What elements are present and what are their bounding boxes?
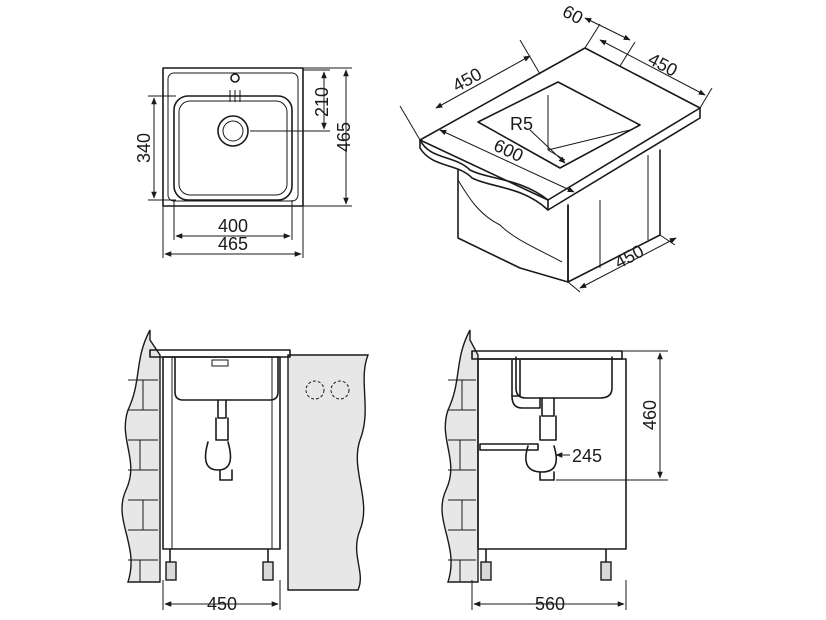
dim-rim: 60 (559, 1, 586, 28)
dim-cabinet-depth: 560 (535, 594, 565, 614)
dim-overall-width: 465 (218, 234, 248, 254)
dim-worktop: 600 (491, 135, 527, 166)
cabinet-leg (262, 561, 274, 581)
dim-radius: R5 (510, 114, 533, 134)
side-view: 245 460 560 (441, 329, 668, 614)
dim-overall-depth: 465 (334, 122, 354, 152)
adjacent-cabinet (287, 354, 370, 591)
top-view: 400 465 340 210 465 (134, 67, 354, 258)
tap-hole-icon (305, 380, 325, 400)
worktop-front (149, 349, 291, 358)
dim-cabinet-width: 450 (207, 594, 237, 614)
bowl-front (174, 356, 279, 401)
worktop-side (471, 350, 623, 360)
drain-icon (217, 115, 249, 147)
front-view: 450 (121, 329, 370, 614)
cabinet-left (457, 169, 569, 283)
cabinet-side (477, 358, 627, 550)
cabinet-leg (480, 561, 492, 581)
dim-drain-offset: 210 (312, 87, 332, 117)
siphon-trap (525, 445, 558, 473)
dim-bowl-depth: 340 (134, 133, 154, 163)
dim-cabinet: 450 (611, 241, 647, 273)
overflow-icon (211, 359, 229, 367)
iso-view: R5 450 60 450 600 450 (399, 1, 713, 293)
siphon-trap (204, 441, 232, 471)
dim-top-right: 450 (645, 49, 681, 81)
outlet-pipe (479, 443, 539, 451)
bowl-outline (173, 95, 293, 201)
cabinet-front (162, 356, 281, 550)
dim-outlet: 245 (572, 446, 602, 466)
tap-hole-icon (230, 73, 240, 83)
bowl-side (515, 356, 613, 399)
dim-bowl-width: 400 (218, 216, 248, 236)
tap-hole-icon (330, 380, 350, 400)
cabinet-leg (165, 561, 177, 581)
dim-top-left: 450 (449, 64, 485, 96)
wall-section (121, 329, 161, 583)
sink-outline (162, 67, 304, 207)
dim-height: 460 (640, 400, 660, 430)
cabinet-leg (600, 561, 612, 581)
